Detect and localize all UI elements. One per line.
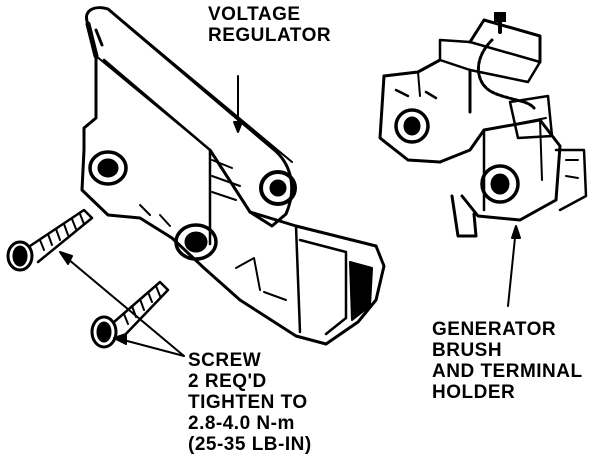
label-line: GENERATOR xyxy=(432,319,557,340)
voltage-regulator xyxy=(80,6,386,346)
label-line: SCREW xyxy=(188,350,262,371)
label-line: BRUSH xyxy=(432,340,503,361)
voltage-regulator-label: VOLTAGE REGULATOR xyxy=(208,4,331,46)
leader-lines xyxy=(59,75,521,357)
label-line: (25-35 LB-IN) xyxy=(188,434,312,455)
label-line: REGULATOR xyxy=(208,25,332,46)
screw-lower xyxy=(90,280,170,349)
brush-terminal-holder xyxy=(378,12,588,238)
screw-label: SCREW 2 REQ'D TIGHTEN TO 2.8-4.0 N-m (25… xyxy=(188,350,312,455)
label-line: 2 REQ'D xyxy=(188,371,267,392)
screw-upper xyxy=(6,208,94,272)
label-line: AND TERMINAL xyxy=(432,361,583,382)
generator-holder-label: GENERATOR BRUSH AND TERMINAL HOLDER xyxy=(432,319,583,403)
label-line: VOLTAGE xyxy=(208,4,301,25)
label-line: TIGHTEN TO xyxy=(188,392,308,413)
label-line: 2.8-4.0 N-m xyxy=(188,413,295,434)
label-line: HOLDER xyxy=(432,382,516,403)
